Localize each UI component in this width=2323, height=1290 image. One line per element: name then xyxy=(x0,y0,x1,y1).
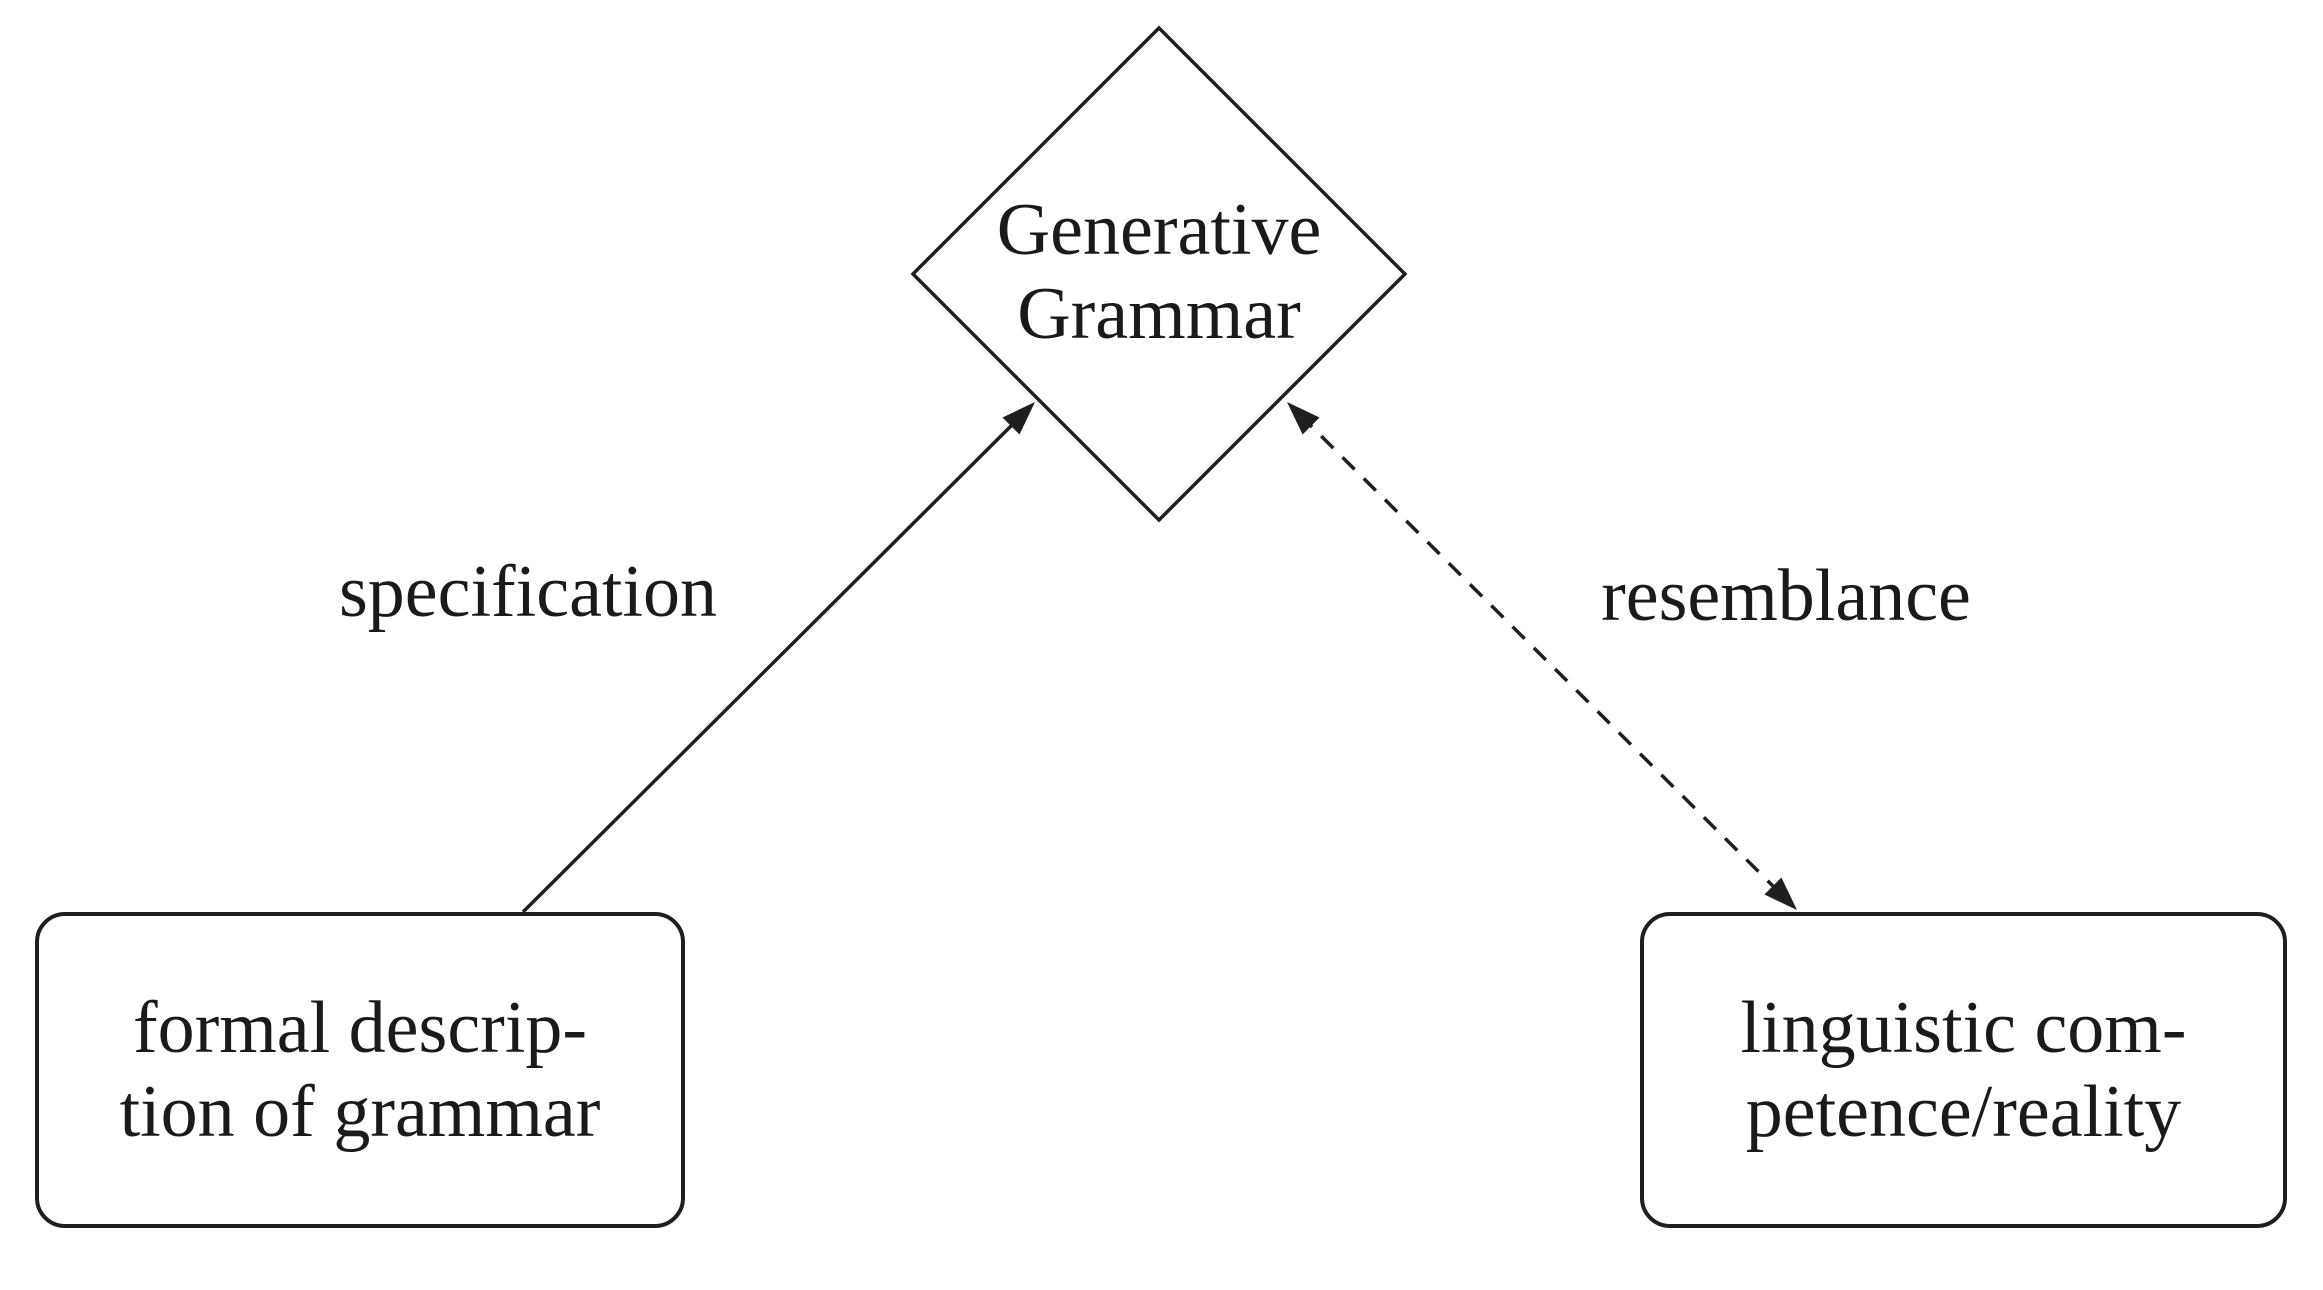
edge-label-specification: specification xyxy=(338,551,718,633)
node-formal-description-label: formal descrip- tion of grammar xyxy=(120,986,601,1154)
node-generative-grammar-line2: Grammar xyxy=(1017,273,1301,355)
node-linguistic-competence-label: linguistic com- petence/reality xyxy=(1741,986,2187,1154)
node-linguistic-competence-line2: petence/reality xyxy=(1745,1071,2182,1153)
node-linguistic-competence: linguistic com- petence/reality xyxy=(1640,912,2287,1228)
node-generative-grammar-label: Generative Grammar xyxy=(997,188,1322,356)
node-formal-description-line1: formal descrip- xyxy=(132,987,588,1069)
specification-arrow-line xyxy=(521,415,1022,914)
edge-label-resemblance: resemblance xyxy=(1601,555,1971,637)
resemblance-arrowhead-bottom-icon xyxy=(1764,877,1797,910)
node-formal-description: formal descrip- tion of grammar xyxy=(35,912,685,1228)
node-generative-grammar-line1: Generative xyxy=(996,189,1322,271)
node-formal-description-line2: tion of grammar xyxy=(119,1071,601,1153)
resemblance-arrowhead-top-icon xyxy=(1287,402,1320,435)
generative-grammar-diamond xyxy=(910,25,1408,523)
specification-arrowhead-icon xyxy=(1002,402,1035,435)
node-linguistic-competence-line1: linguistic com- xyxy=(1740,987,2187,1069)
resemblance-arrow-line xyxy=(1298,413,1787,900)
